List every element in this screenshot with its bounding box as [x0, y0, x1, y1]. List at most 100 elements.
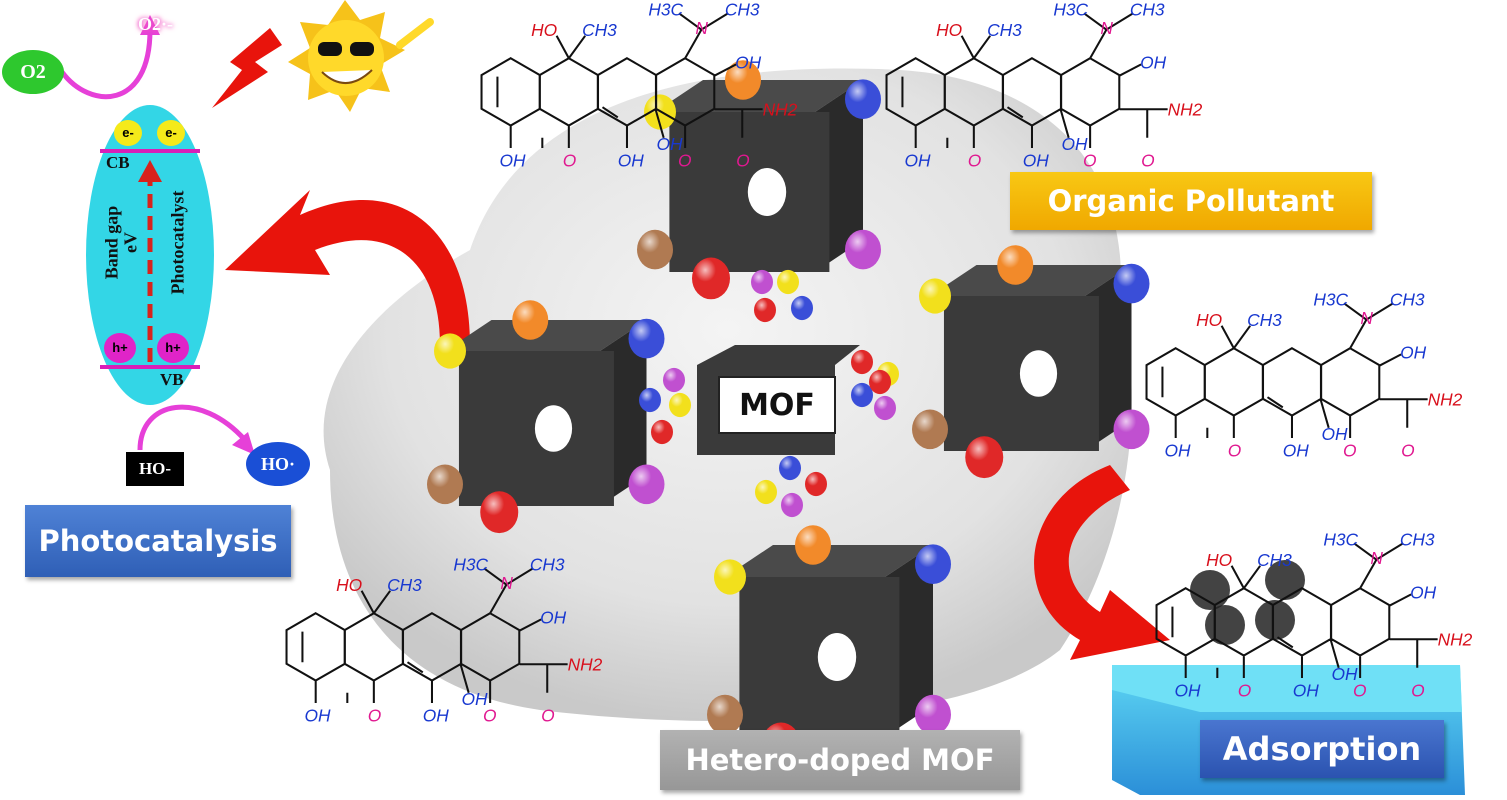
ev-label: eV: [120, 232, 141, 253]
adsorbent-bed-top: [1112, 665, 1462, 712]
o-label: O: [1411, 680, 1424, 700]
h3c-label: H3C: [1313, 289, 1348, 309]
oxidation-arrow: [137, 404, 247, 451]
mof-label: MOF: [739, 387, 815, 423]
metal-dopant-ball: [628, 318, 665, 359]
metal-dopant-ball: [512, 300, 549, 340]
n-label: N: [1370, 548, 1383, 568]
ch3-label: CH3: [1257, 550, 1292, 570]
adsorbed-particle: [1205, 605, 1245, 645]
metal-dopant-ball: [637, 229, 673, 270]
h3c-label: H3C: [453, 554, 488, 574]
oh-label: OH: [1400, 342, 1426, 362]
metal-dopant-ball: [915, 694, 951, 735]
mof-cube: [427, 300, 665, 534]
metal-dopant-ball: [628, 464, 665, 505]
oh-label: OH: [904, 150, 930, 170]
ho-label: HO: [1206, 550, 1232, 570]
metal-dopant-ball: [869, 369, 891, 395]
metal-dopant-ball: [912, 409, 948, 450]
electron-2: e-: [157, 120, 185, 146]
o2-label: O2: [20, 60, 46, 83]
o-label: O: [736, 150, 749, 170]
metal-dopant-ball: [480, 491, 519, 534]
ch3-label: CH3: [387, 575, 422, 595]
metal-dopant-ball: [919, 278, 951, 314]
metal-dopant-ball: [805, 471, 827, 497]
metal-dopant-ball: [965, 436, 1004, 479]
o-label: O: [1238, 680, 1251, 700]
oh-label: OH: [304, 705, 330, 725]
oh-label: OH: [1062, 134, 1088, 154]
mof-cube: [707, 525, 951, 765]
hole-1: h+: [104, 333, 136, 363]
oh-label: OH: [1023, 150, 1049, 170]
hetero-doped-mof-label: Hetero-doped MOF: [685, 743, 995, 777]
mof-cube: [912, 245, 1150, 479]
metal-dopant-ball: [663, 367, 685, 393]
o-label: O: [1401, 440, 1414, 460]
nh2-label: NH2: [1168, 99, 1203, 119]
ch3-label: CH3: [1390, 289, 1425, 309]
o-label: O: [678, 150, 691, 170]
oh-label: OH: [1174, 680, 1200, 700]
metal-dopant-ball: [427, 464, 463, 505]
superoxide-label: O2·-: [138, 14, 173, 34]
hetero-doped-mof-banner: Hetero-doped MOF: [660, 730, 1020, 790]
adsorption-label: Adsorption: [1222, 730, 1422, 768]
metal-dopant-ball: [795, 525, 831, 565]
oh-label: OH: [1164, 440, 1190, 460]
h3c-label: H3C: [648, 0, 683, 19]
ch3-label: CH3: [725, 0, 760, 19]
ch3-label: CH3: [530, 554, 565, 574]
nh2-label: NH2: [1428, 389, 1463, 409]
o-label: O: [1228, 440, 1241, 460]
metal-dopant-ball: [997, 245, 1034, 285]
n-label: N: [1100, 18, 1113, 38]
n-label: N: [1360, 308, 1373, 328]
oh-label: OH: [423, 705, 449, 725]
o-label: O: [1141, 150, 1154, 170]
metal-dopant-ball: [874, 395, 896, 421]
n-label: N: [695, 18, 708, 38]
nh2-label: NH2: [1438, 629, 1473, 649]
metal-dopant-ball: [777, 269, 799, 295]
oh-label: OH: [1293, 680, 1319, 700]
o-label: O: [541, 705, 554, 725]
metal-dopant-ball: [434, 333, 466, 369]
o2-molecule: O2: [2, 50, 64, 94]
ho-label: HO: [1196, 310, 1222, 330]
oh-label: OH: [462, 689, 488, 709]
h3c-label: H3C: [1323, 529, 1358, 549]
oh-label: OH: [1410, 582, 1436, 602]
metal-dopant-ball: [714, 559, 746, 595]
metal-dopant-ball: [669, 392, 691, 418]
metal-dopant-ball: [779, 455, 801, 481]
ch3-label: CH3: [1400, 529, 1435, 549]
metal-dopant-ball: [692, 257, 730, 300]
ch3-label: CH3: [582, 20, 617, 40]
oh-label: OH: [499, 150, 525, 170]
photocatalysis-label: Photocatalysis: [38, 524, 278, 558]
ho-label: HO: [936, 20, 962, 40]
oh-label: OH: [1140, 52, 1166, 72]
o-label: O: [563, 150, 576, 170]
organic-pollutant-banner: Organic Pollutant: [1010, 172, 1372, 230]
oh-label: OH: [1322, 424, 1348, 444]
metal-dopant-ball: [755, 479, 777, 505]
organic-pollutant-label: Organic Pollutant: [1047, 184, 1335, 218]
metal-dopant-ball: [725, 60, 761, 100]
hole-2: h+: [157, 333, 189, 363]
metal-dopant-ball: [754, 297, 776, 323]
metal-dopant-ball: [845, 229, 881, 270]
ch3-label: CH3: [1247, 310, 1282, 330]
excitation-arrowhead: [138, 160, 162, 182]
lightning-icon: [212, 28, 282, 108]
metal-dopant-ball: [707, 694, 743, 735]
ch3-label: CH3: [1130, 0, 1165, 19]
photocatalyst-label: Photocatalyst: [167, 190, 188, 295]
metal-dopant-ball: [651, 419, 673, 445]
